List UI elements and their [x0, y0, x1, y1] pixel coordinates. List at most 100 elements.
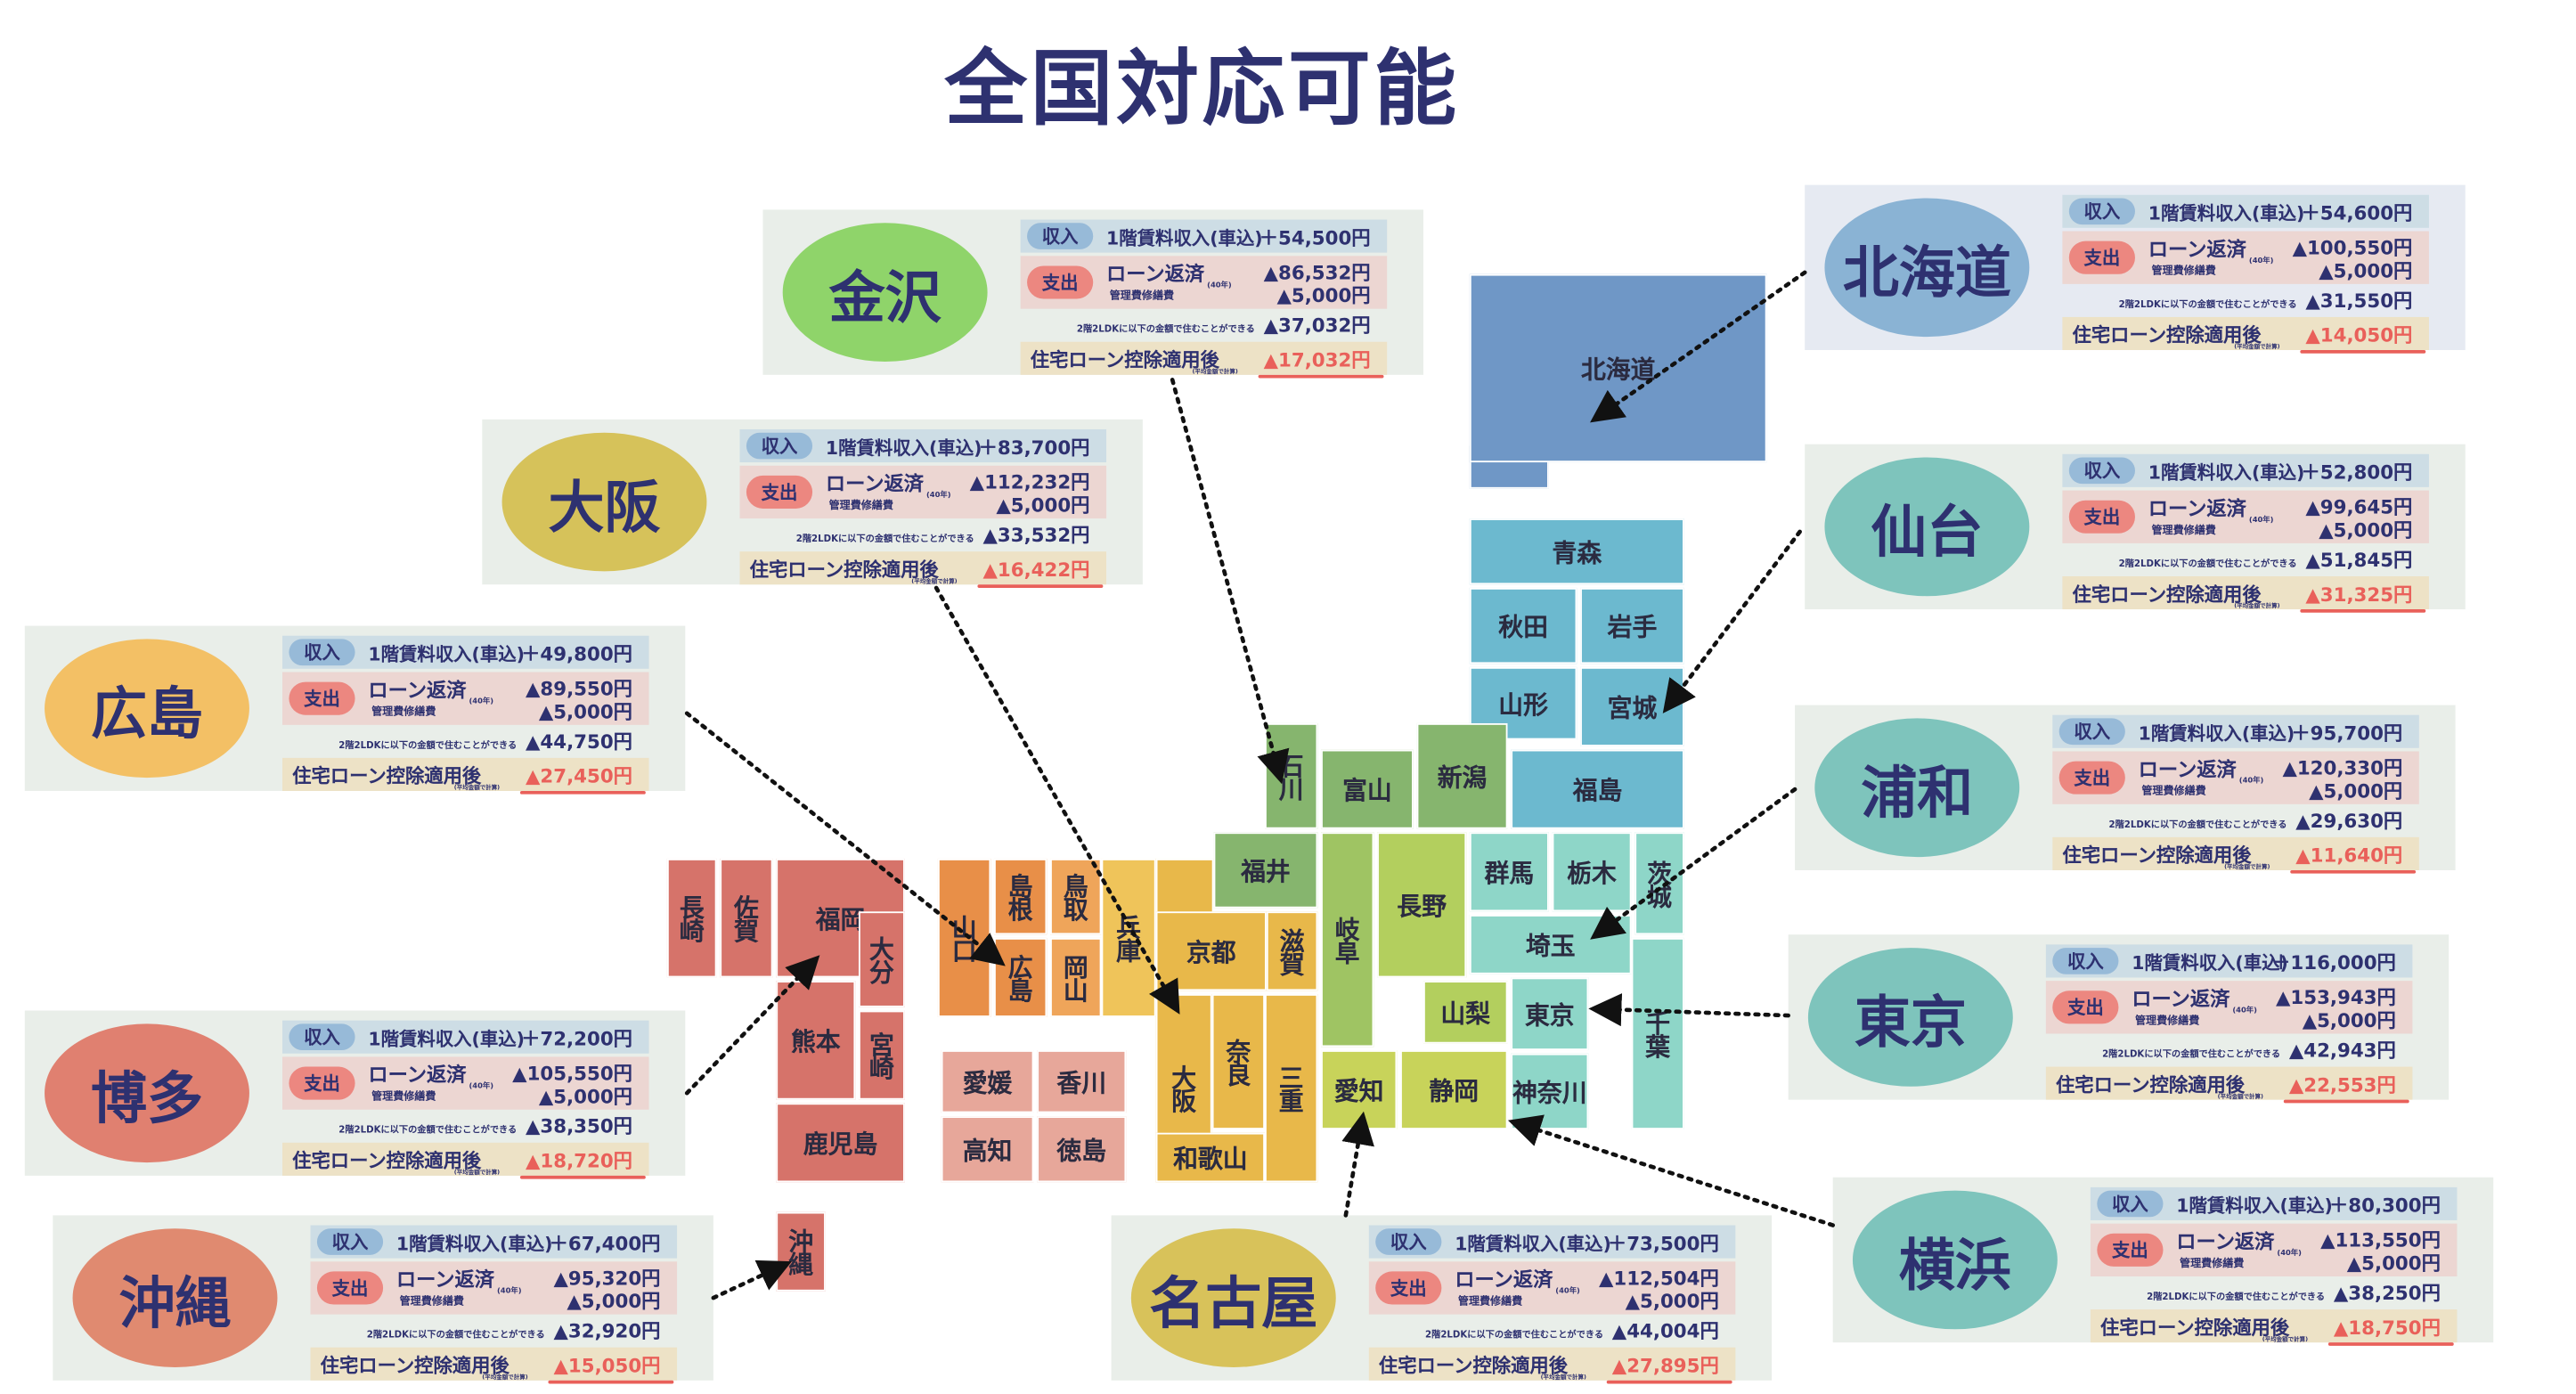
prefecture: 東京	[1511, 977, 1589, 1051]
income-badge: 収入	[746, 432, 813, 460]
after-deduction-row: 住宅ローン控除適用後 (平均金額で計算) ▲11,640円	[2052, 836, 2419, 874]
expense-row: 支出 ローン返済 (40年) 管理費修繕費 ▲112,504円 ▲5,000円	[1368, 1261, 1736, 1315]
management-label: 管理費修繕費	[371, 705, 436, 719]
red-underline	[2300, 609, 2426, 613]
expense-row: 支出 ローン返済 (40年) 管理費修繕費 ▲99,645円 ▲5,000円	[2062, 490, 2429, 543]
red-underline	[1258, 374, 1384, 379]
loan-value: ▲100,550円	[2292, 236, 2413, 260]
city-badge: 仙台	[1824, 457, 2030, 597]
loan-years: (40年)	[469, 698, 494, 707]
loan-label: ローン返済	[2176, 1230, 2275, 1254]
city-badge: 横浜	[1852, 1190, 2058, 1330]
final-label: 住宅ローン控除適用後	[1378, 1354, 1569, 1378]
net-row: 2階2LDKに以下の金額で住むことができる ▲44,750円	[282, 725, 649, 754]
expense-badge: 支出	[1375, 1271, 1442, 1305]
city-card: 北海道 収入 1階賃料収入(車込) ＋54,600円 支出 ローン返済 (40年…	[1805, 184, 2466, 354]
net-row: 2階2LDKに以下の金額で住むことができる ▲51,845円	[2062, 543, 2429, 573]
cost-table: 収入 1階賃料収入(車込) ＋54,600円 支出 ローン返済 (40年) 管理…	[2062, 194, 2429, 354]
red-underline	[2300, 350, 2426, 354]
red-underline	[1606, 1380, 1732, 1384]
prefecture: 鳥取	[1050, 858, 1102, 935]
income-label: 1階賃料収入(車込)	[2148, 203, 2305, 225]
prefecture: 北海道	[1469, 273, 1767, 463]
income-badge: 収入	[2058, 718, 2125, 746]
ldk-note: 2階2LDKに以下の金額で住むことができる	[2108, 820, 2287, 831]
after-deduction-value: ▲27,450円	[526, 764, 633, 788]
red-underline	[2290, 869, 2417, 874]
income-label: 1階賃料収入(車込)	[2132, 952, 2288, 974]
management-value: ▲5,000円	[1276, 283, 1371, 307]
income-value: ＋83,700円	[978, 436, 1090, 460]
net-row: 2階2LDKに以下の金額で住むことができる ▲32,920円	[311, 1315, 678, 1344]
final-label: 住宅ローン控除適用後	[2072, 323, 2262, 347]
avg-note: (平均金額で計算)	[2224, 863, 2270, 870]
loan-value: ▲99,645円	[2305, 495, 2413, 519]
city-card: 浦和 収入 1階賃料収入(車込) ＋95,700円 支出 ローン返済 (40年)…	[1795, 705, 2456, 874]
city-badge: 浦和	[1814, 718, 2020, 858]
cost-table: 収入 1階賃料収入(車込) ＋83,700円 支出 ローン返済 (40年) 管理…	[739, 428, 1107, 588]
ldk-note: 2階2LDKに以下の金額で住むことができる	[2102, 1050, 2281, 1061]
management-label: 管理費修繕費	[1457, 1294, 1523, 1308]
after-deduction-value: ▲15,050円	[553, 1354, 661, 1378]
loan-label: ローン返済	[2148, 237, 2246, 261]
avg-note: (平均金額で計算)	[911, 577, 958, 585]
prefecture: 広島	[993, 937, 1048, 1017]
after-deduction-value: ▲16,422円	[982, 558, 1090, 582]
city-badge: 広島	[45, 639, 249, 779]
prefecture: 岩手	[1580, 587, 1684, 664]
management-value: ▲5,000円	[2319, 259, 2413, 282]
loan-years: (40年)	[2248, 517, 2274, 526]
final-label: 住宅ローン控除適用後	[292, 764, 482, 788]
loan-label: ローン返済	[2148, 496, 2246, 520]
prefecture: 秋田	[1469, 587, 1577, 664]
net-value: ▲38,350円	[526, 1114, 633, 1138]
loan-value: ▲153,943円	[2276, 985, 2396, 1009]
page-title: 全国対応可能	[944, 41, 1460, 137]
net-row: 2階2LDKに以下の金額で住むことができる ▲37,032円	[1021, 309, 1388, 338]
red-underline	[548, 1380, 674, 1384]
income-row: 収入 1階賃料収入(車込) ＋95,700円	[2052, 714, 2419, 748]
cost-table: 収入 1階賃料収入(車込) ＋67,400円 支出 ローン返済 (40年) 管理…	[310, 1225, 678, 1384]
income-label: 1階賃料収入(車込)	[1106, 227, 1263, 249]
prefecture: 埼玉	[1469, 915, 1632, 974]
prefecture: 山形	[1469, 666, 1577, 740]
income-row: 収入 1階賃料収入(車込) ＋49,800円	[281, 635, 649, 669]
income-row: 収入 1階賃料収入(車込) ＋73,500円	[1368, 1225, 1736, 1259]
red-underline	[519, 1175, 646, 1179]
loan-label: ローン返済	[1455, 1268, 1553, 1292]
loan-value: ▲112,504円	[1598, 1266, 1719, 1290]
avg-note: (平均金額で計算)	[453, 784, 501, 791]
prefecture-kyoto-north	[1155, 858, 1214, 916]
loan-value: ▲105,550円	[512, 1061, 633, 1085]
dotted-arrow	[1662, 529, 1802, 713]
red-underline	[977, 584, 1104, 588]
prefecture: 長崎	[666, 858, 717, 978]
prefecture: 高知	[941, 1116, 1034, 1183]
expense-row: 支出 ローン返済 (40年) 管理費修繕費 ▲112,232円 ▲5,000円	[739, 465, 1107, 519]
expense-badge: 支出	[316, 1271, 384, 1305]
city-card: 広島 収入 1階賃料収入(車込) ＋49,800円 支出 ローン返済 (40年)…	[24, 625, 686, 795]
loan-years: (40年)	[2232, 1007, 2257, 1016]
management-value: ▲5,000円	[1625, 1289, 1719, 1313]
prefecture: 茨城	[1634, 832, 1684, 935]
ldk-note: 2階2LDKに以下の金額で住むことができる	[1076, 325, 1255, 336]
city-badge: 北海道	[1824, 198, 2030, 338]
prefecture: 栃木	[1552, 832, 1632, 912]
prefecture: 三重	[1265, 993, 1318, 1183]
prefecture: 香川	[1037, 1050, 1127, 1113]
red-underline	[2283, 1099, 2409, 1104]
net-value: ▲44,004円	[1611, 1319, 1719, 1343]
management-label: 管理費修繕費	[399, 1294, 464, 1308]
net-row: 2階2LDKに以下の金額で住むことができる ▲33,532円	[740, 518, 1107, 548]
ldk-note: 2階2LDKに以下の金額で住むことができる	[366, 1331, 545, 1341]
prefecture: 富山	[1321, 749, 1414, 829]
management-value: ▲5,000円	[2309, 779, 2403, 803]
expense-badge: 支出	[289, 1066, 355, 1100]
net-row: 2階2LDKに以下の金額で住むことができる ▲38,350円	[282, 1110, 649, 1139]
after-deduction-row: 住宅ローン控除適用後 (平均金額で計算) ▲18,750円	[2090, 1309, 2458, 1346]
income-row: 収入 1階賃料収入(車込) ＋52,800円	[2062, 453, 2429, 487]
prefecture: 岐阜	[1321, 832, 1374, 1048]
prefecture: 愛媛	[941, 1050, 1034, 1113]
income-label: 1階賃料収入(車込)	[368, 643, 525, 666]
expense-row: 支出 ローン返済 (40年) 管理費修繕費 ▲105,550円 ▲5,000円	[281, 1056, 649, 1110]
